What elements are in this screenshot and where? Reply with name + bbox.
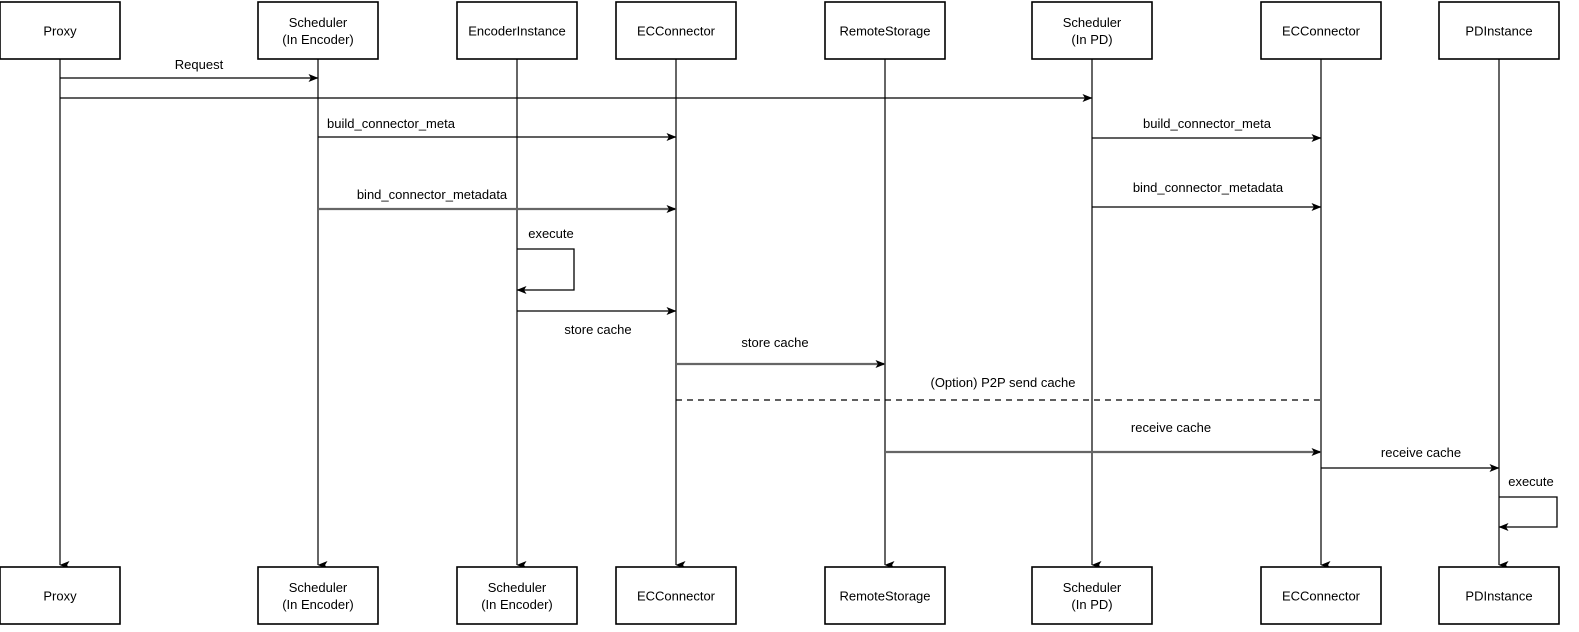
participant-header-box-ec-connector-enc[interactable] — [615, 1, 737, 60]
lifeline-group — [59, 59, 1509, 569]
participant-header-label-ec-connector-pd: ECConnector — [1281, 23, 1361, 38]
participant-header-box-pd-instance[interactable] — [1438, 1, 1560, 60]
participant-footer-label-remote-storage: RemoteStorage — [839, 588, 931, 603]
participant-header-label-scheduler-pd: Scheduler (In PD) — [1062, 14, 1122, 47]
participant-box-group — [0, 1, 1560, 625]
participant-footer-box-ec-connector-enc[interactable] — [615, 566, 737, 625]
participant-header-box-scheduler-encoder[interactable] — [257, 1, 379, 60]
participant-footer-box-encoder-instance[interactable] — [456, 566, 578, 625]
participant-footer-label-pd-instance: PDInstance — [1465, 588, 1533, 603]
participant-footer-box-scheduler-pd[interactable] — [1031, 566, 1153, 625]
participant-footer-label-scheduler-encoder: Scheduler (In Encoder) — [282, 579, 354, 612]
participant-footer-box-scheduler-encoder[interactable] — [257, 566, 379, 625]
participant-header-label-remote-storage: RemoteStorage — [839, 23, 931, 38]
participant-footer-box-pd-instance[interactable] — [1438, 566, 1560, 625]
participant-footer-box-proxy[interactable] — [0, 566, 121, 625]
participant-header-label-ec-connector-enc: ECConnector — [636, 23, 716, 38]
participant-header-label-scheduler-encoder: Scheduler (In Encoder) — [282, 14, 354, 47]
participant-footer-label-ec-connector-pd: ECConnector — [1281, 588, 1361, 603]
participant-header-label-proxy: Proxy — [43, 23, 77, 38]
message-group — [60, 74, 1500, 472]
participant-footer-label-scheduler-pd: Scheduler (In PD) — [1062, 579, 1122, 612]
self-message-execute-pd[interactable] — [1498, 496, 1558, 531]
participant-header-label-encoder-instance: EncoderInstance — [468, 23, 566, 38]
participant-footer-label-encoder-instance: Scheduler (In Encoder) — [481, 579, 553, 612]
participant-footer-label-proxy: Proxy — [43, 588, 77, 603]
participant-header-box-ec-connector-pd[interactable] — [1260, 1, 1382, 60]
participant-footer-box-ec-connector-pd[interactable] — [1260, 566, 1382, 625]
participant-header-box-encoder-instance[interactable] — [456, 1, 578, 60]
self-message-execute-encoder[interactable] — [516, 248, 575, 294]
participant-footer-label-ec-connector-enc: ECConnector — [636, 588, 716, 603]
participant-header-label-pd-instance: PDInstance — [1465, 23, 1533, 38]
participant-header-box-remote-storage[interactable] — [824, 1, 946, 60]
participant-footer-box-remote-storage[interactable] — [824, 566, 946, 625]
self-message-group — [516, 248, 1558, 531]
participant-header-box-proxy[interactable] — [0, 1, 121, 60]
participant-header-box-scheduler-pd[interactable] — [1031, 1, 1153, 60]
